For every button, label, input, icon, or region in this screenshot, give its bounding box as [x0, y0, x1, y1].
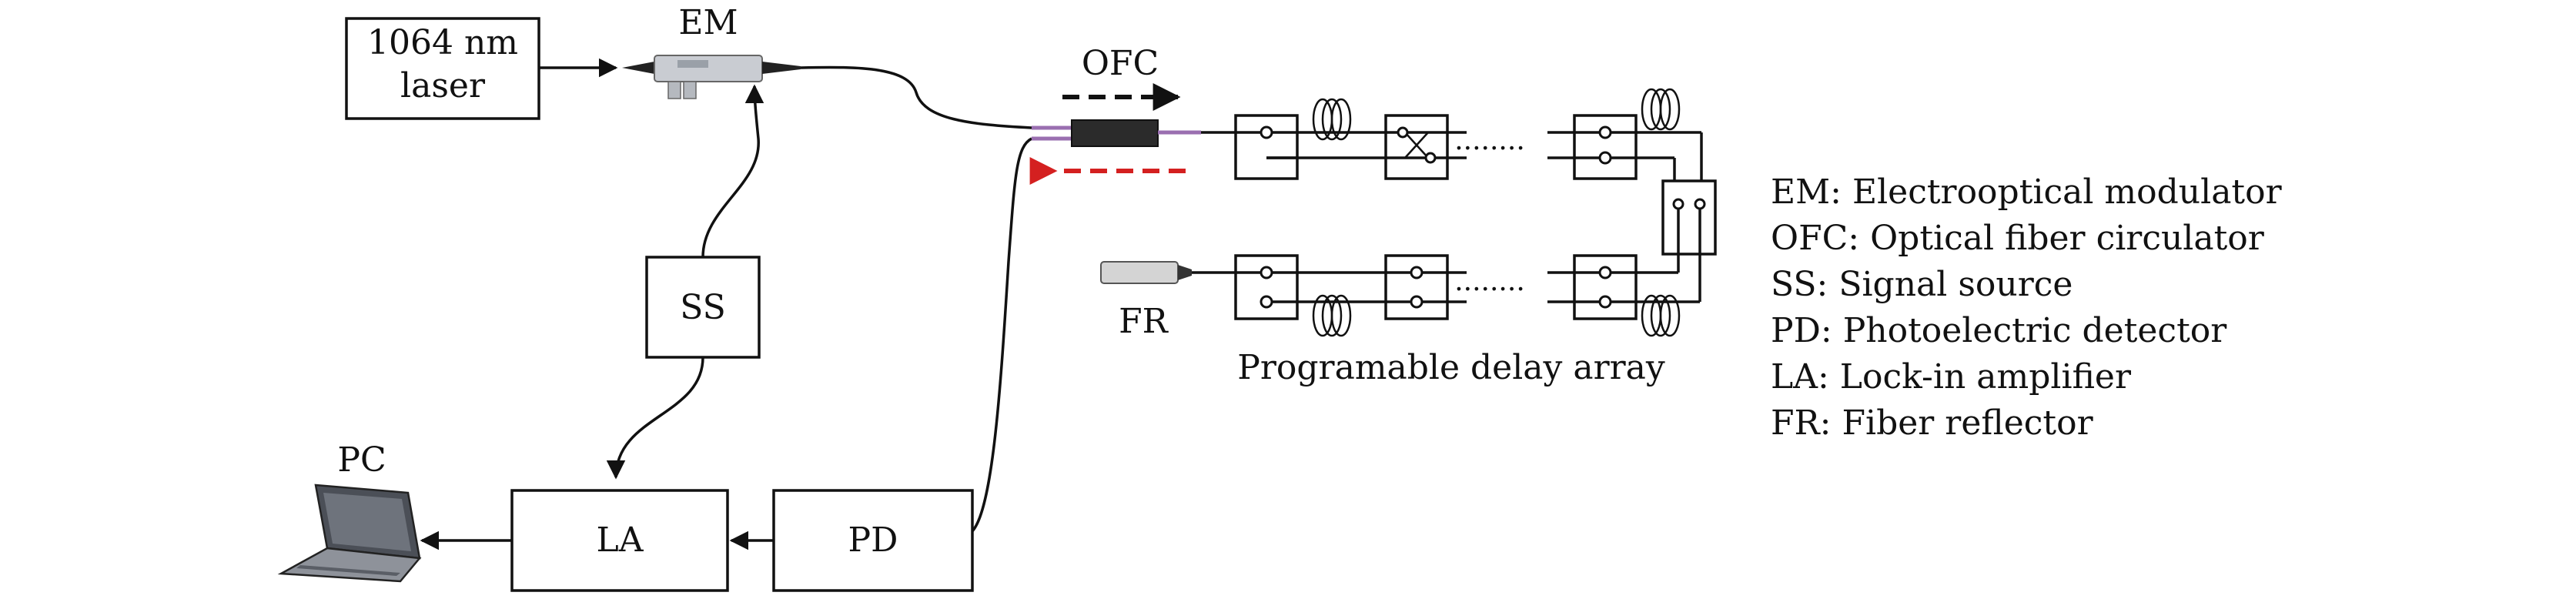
laser-label-line2: laser: [400, 66, 486, 105]
ss-to-em-link: [701, 84, 764, 258]
delay-switch: [1234, 114, 1299, 180]
la-box: LA: [510, 489, 729, 592]
la-label: LA: [597, 520, 644, 560]
delay-switch: [1573, 254, 1638, 320]
ofc-to-pd-fiber: [971, 137, 1032, 533]
ss-label: SS: [680, 288, 726, 327]
fiber-reflector-icon: [1100, 261, 1192, 284]
svg-text:........: ........: [1454, 125, 1525, 156]
legend-item: FR: Fiber reflector: [1771, 403, 2094, 443]
ofc-circulator-icon: [1032, 119, 1201, 147]
ss-to-la-link: [606, 356, 704, 480]
fiber-coil-icon: [1312, 294, 1352, 337]
pd-label: PD: [848, 520, 898, 560]
pc-label: PC: [337, 440, 386, 480]
delay-array: ........: [1189, 88, 1717, 337]
pd-box: PD: [772, 489, 974, 592]
fiber-coil-icon: [1641, 88, 1681, 131]
svg-text:........: ........: [1454, 266, 1525, 297]
legend-item: LA: Lock-in amplifier: [1771, 357, 2132, 397]
ss-box: SS: [645, 256, 761, 359]
delay-switch: [1234, 254, 1299, 320]
delay-switch: [1384, 254, 1449, 320]
delay-switch: [1661, 179, 1717, 256]
fr-label: FR: [1119, 302, 1169, 341]
legend-item: EM: Electrooptical modulator: [1771, 172, 2283, 212]
em-modulator-icon: [622, 55, 801, 99]
fiber-coil-icon: [1312, 98, 1352, 141]
em-to-ofc-fiber: [800, 65, 1032, 129]
legend-item: PD: Photoelectric detector: [1771, 311, 2227, 350]
delay-switch: [1573, 114, 1638, 180]
laser-box: 1064 nm laser: [345, 17, 540, 120]
laser-label-line1: 1064 nm: [367, 23, 518, 62]
legend-item: OFC: Optical fiber circulator: [1771, 219, 2265, 258]
delay-switch: [1384, 114, 1449, 180]
legend-item: SS: Signal source: [1771, 265, 2073, 304]
em-label: EM: [678, 3, 738, 42]
laptop-icon: [277, 484, 422, 583]
ofc-label: OFC: [1082, 44, 1159, 83]
fiber-coil-icon: [1641, 294, 1681, 337]
delay-array-label: Programable delay array: [1237, 348, 1665, 387]
legend: EM: Electrooptical modulator OFC: Optica…: [1771, 172, 2283, 443]
